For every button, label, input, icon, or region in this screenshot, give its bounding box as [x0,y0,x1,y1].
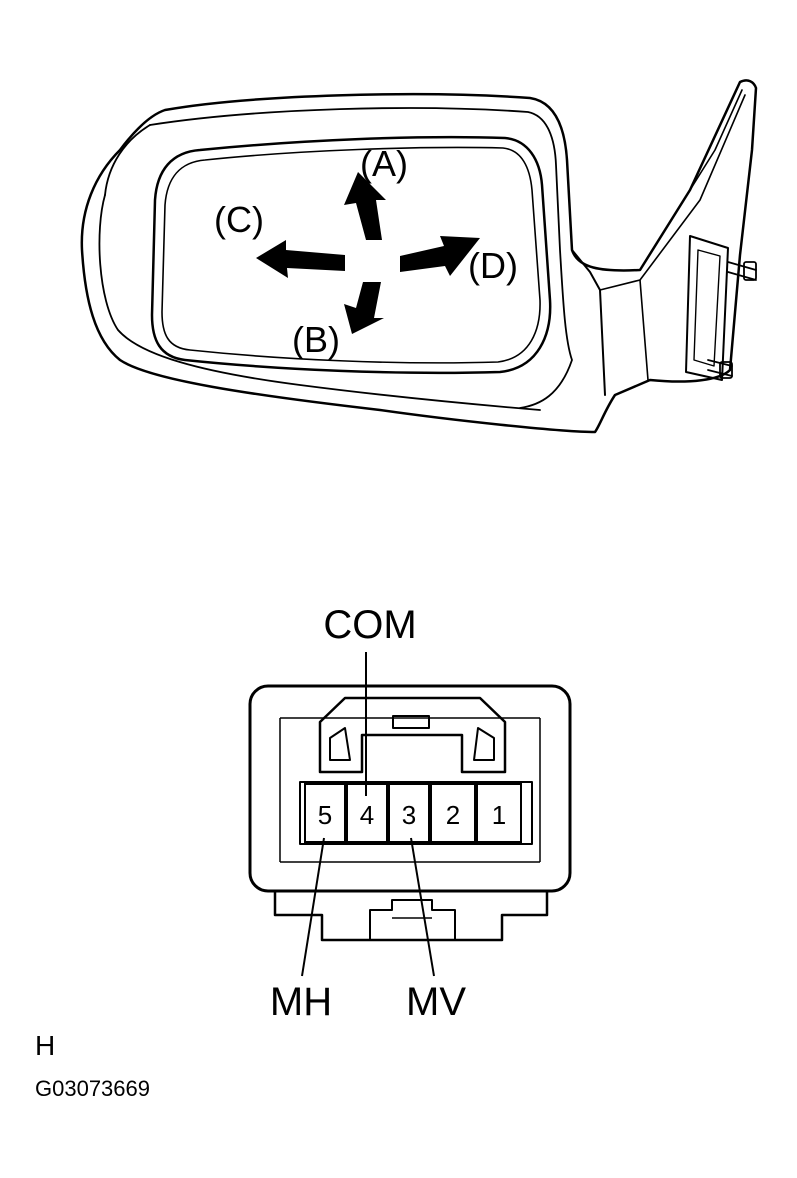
connector [248,684,572,942]
pin-cells [304,783,522,843]
connector-bottom-notch [369,899,456,940]
pin-number-5: 5 [318,800,332,830]
connector-bottom-tab [273,891,549,942]
mirror-glass-inner [161,146,541,364]
pin-housing [299,781,533,845]
leader-mv [410,837,435,977]
mirror-housing-outer [80,79,758,434]
direction-label-a: (A) [360,143,408,184]
leader-lines [301,652,435,977]
latch-hole-left [329,727,351,761]
pin-number-1: 1 [492,800,506,830]
direction-label-d: (D) [468,245,518,286]
mirror-mount-plate-inner [693,249,721,367]
mirror-housing-rim [149,107,573,409]
mirror-arm-line4 [689,89,743,191]
arrow-left [256,240,345,278]
connector-body [248,684,572,893]
connector-latch-tab [392,715,430,729]
mirror-arm-line3 [639,279,649,381]
mirror-mount-plate [685,235,729,381]
pin-number-2: 2 [446,800,460,830]
side-mirror [80,79,758,434]
pin-cell-1 [476,783,522,843]
mirror-arm-line2 [599,94,746,291]
mount-stud-upper [727,261,757,281]
pin-cell-5 [304,783,346,843]
direction-label-b: (B) [292,319,340,360]
mount-stud-lower [707,359,733,379]
mirror-arm [571,249,606,396]
figure-id: G03073669 [35,1076,150,1101]
pin-number-3: 3 [402,800,416,830]
arrow-up [344,172,386,240]
leader-mh [301,837,325,977]
pin-cell-2 [430,783,476,843]
pin-number-4: 4 [360,800,374,830]
mirror-housing-rim-lower [98,194,541,411]
pin-cell-3 [388,783,430,843]
label-mv: MV [406,980,466,1024]
arrow-right [400,236,480,276]
latch-hole-right [473,727,495,761]
label-com: COM [323,603,416,647]
label-mh: MH [270,980,332,1024]
arrow-down [344,282,384,334]
connector-latch [318,696,507,774]
mirror-housing-rim-left [104,124,151,196]
mirror-glass-outer [150,135,552,375]
side-code: H [35,1030,55,1061]
direction-label-c: (C) [214,199,264,240]
adjust-arrows [256,172,480,334]
